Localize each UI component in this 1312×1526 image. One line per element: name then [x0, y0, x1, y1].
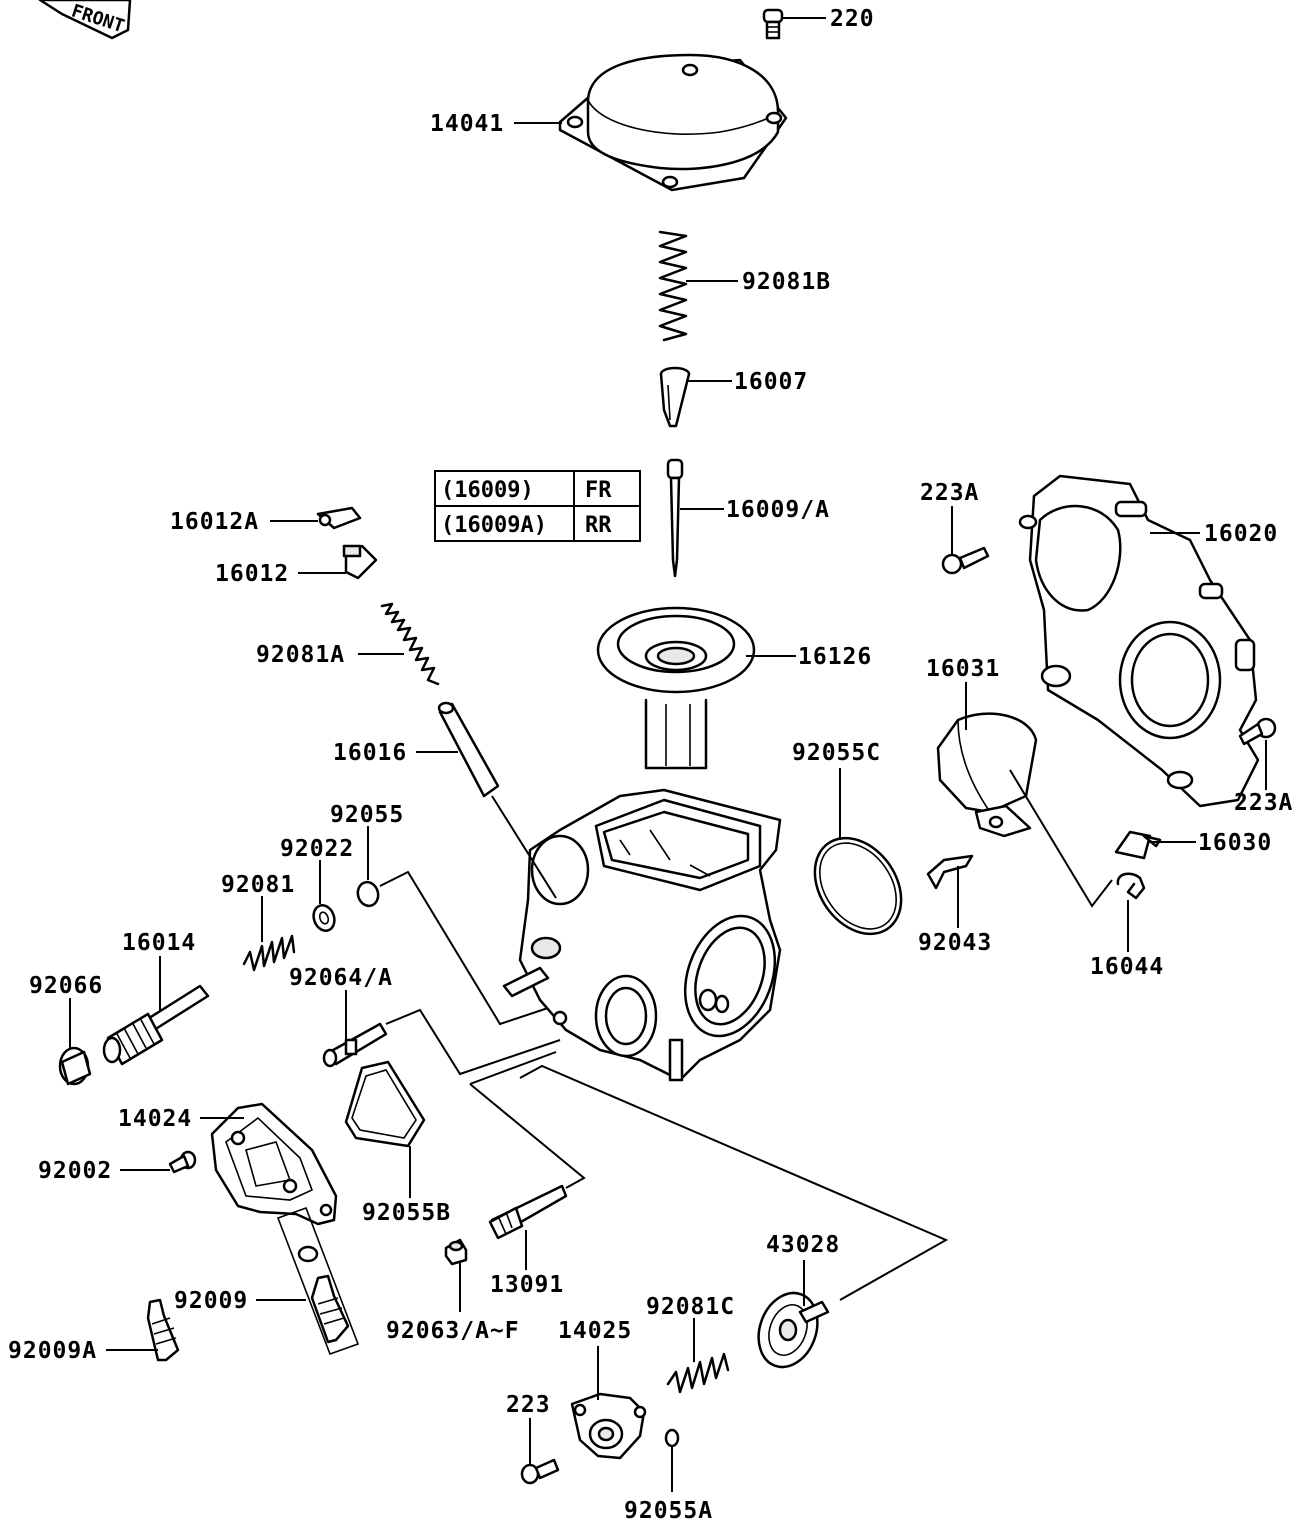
part-92081C-spring[interactable] [666, 1352, 730, 1394]
part-16014-pilot-screw[interactable] [102, 984, 210, 1066]
label-92064A[interactable]: 92064/A [289, 965, 393, 991]
label-92055B[interactable]: 92055B [362, 1200, 451, 1226]
part-16030-float-valve[interactable] [1114, 830, 1162, 860]
table-row-1-part: (16009) [441, 478, 534, 503]
part-16009A-jet-needle[interactable] [666, 458, 684, 578]
part-223A-screw-bottom[interactable] [1238, 717, 1277, 746]
part-92081-spring[interactable] [242, 934, 296, 972]
part-92066-plug[interactable] [58, 1046, 92, 1086]
part-16044-clip[interactable] [1116, 872, 1146, 900]
label-14024[interactable]: 14024 [118, 1106, 192, 1132]
label-92055C[interactable]: 92055C [792, 740, 881, 766]
label-16126[interactable]: 16126 [798, 644, 872, 670]
label-13091[interactable]: 13091 [490, 1272, 564, 1298]
part-92081B-spring[interactable] [658, 230, 688, 342]
label-16007[interactable]: 16007 [734, 369, 808, 395]
label-16009A[interactable]: 16009/A [726, 497, 830, 523]
part-14025-cover[interactable] [570, 1392, 647, 1460]
part-92055A-o-ring[interactable] [664, 1428, 680, 1448]
label-92055[interactable]: 92055 [330, 802, 404, 828]
label-16014[interactable]: 16014 [122, 930, 196, 956]
part-14024-cover[interactable] [210, 1102, 338, 1226]
part-13091-throttle-stop-screw[interactable] [488, 1184, 568, 1240]
label-16030[interactable]: 16030 [1198, 830, 1272, 856]
part-92055B-gasket[interactable] [344, 1060, 426, 1148]
label-223A-bottom[interactable]: 223A [1234, 790, 1293, 816]
label-16031[interactable]: 16031 [926, 656, 1000, 682]
label-92081[interactable]: 92081 [221, 872, 295, 898]
part-43028-diaphragm[interactable] [749, 1285, 830, 1376]
part-92009A-screw[interactable] [146, 1298, 180, 1362]
label-92009[interactable]: 92009 [174, 1288, 248, 1314]
label-92081A[interactable]: 92081A [256, 642, 345, 668]
label-92022[interactable]: 92022 [280, 836, 354, 862]
part-92043-float-pin[interactable] [926, 854, 974, 890]
label-16016[interactable]: 16016 [333, 740, 407, 766]
label-43028[interactable]: 43028 [766, 1232, 840, 1258]
part-16007-needle-holder[interactable] [659, 366, 691, 428]
table-row-1-position: FR [585, 478, 612, 503]
part-16020-float-bowl-housing[interactable] [1018, 474, 1260, 808]
label-16012A[interactable]: 16012A [170, 509, 259, 535]
label-92009A[interactable]: 92009A [8, 1338, 97, 1364]
connection-lines [379, 769, 1113, 1301]
label-14041[interactable]: 14041 [430, 111, 504, 137]
part-220-screw[interactable] [762, 8, 784, 40]
label-16020[interactable]: 16020 [1204, 521, 1278, 547]
applicability-table: (16009) FR (16009A) RR [434, 470, 641, 542]
table-row-2-position: RR [585, 513, 612, 538]
label-16044[interactable]: 16044 [1090, 954, 1164, 980]
label-14025[interactable]: 14025 [558, 1318, 632, 1344]
part-92002-screw[interactable] [168, 1150, 197, 1174]
label-223A-top[interactable]: 223A [920, 480, 979, 506]
part-labels: 220 14041 92081B 16007 16009/A 16012A 16… [8, 6, 1293, 1524]
part-carburetor-body [502, 788, 782, 1082]
label-92055A[interactable]: 92055A [624, 1498, 713, 1524]
part-223A-screw-top[interactable] [941, 546, 990, 575]
part-92009-screw-set[interactable] [276, 1206, 360, 1356]
label-92043[interactable]: 92043 [918, 930, 992, 956]
label-92002[interactable]: 92002 [38, 1158, 112, 1184]
front-badge: FRONT [38, 0, 132, 40]
part-223-screw[interactable] [520, 1458, 560, 1485]
table-row-2-part: (16009A) [441, 513, 547, 538]
part-16012[interactable] [342, 544, 378, 580]
part-92022-washer[interactable] [310, 902, 338, 933]
label-16012[interactable]: 16012 [215, 561, 289, 587]
label-220[interactable]: 220 [830, 6, 875, 32]
part-92055C-o-ring[interactable] [797, 822, 919, 951]
label-92066[interactable]: 92066 [29, 973, 103, 999]
label-223[interactable]: 223 [506, 1392, 551, 1418]
label-92063[interactable]: 92063/A~F [386, 1318, 520, 1344]
part-92081A-spring[interactable] [380, 602, 440, 686]
part-16031-float[interactable] [936, 712, 1038, 838]
part-14041-top-cover[interactable] [558, 53, 788, 192]
part-92064A-fitting[interactable] [322, 1022, 388, 1068]
part-16016-starter-plunger[interactable] [437, 701, 500, 798]
part-16126-diaphragm-piston[interactable] [596, 606, 756, 770]
leader-lines [69, 17, 1267, 1492]
part-92063-main-jet[interactable] [444, 1238, 468, 1266]
part-16012A[interactable] [316, 506, 362, 530]
label-92081B[interactable]: 92081B [742, 269, 831, 295]
part-92055-o-ring[interactable] [355, 880, 381, 908]
label-92081C[interactable]: 92081C [646, 1294, 735, 1320]
